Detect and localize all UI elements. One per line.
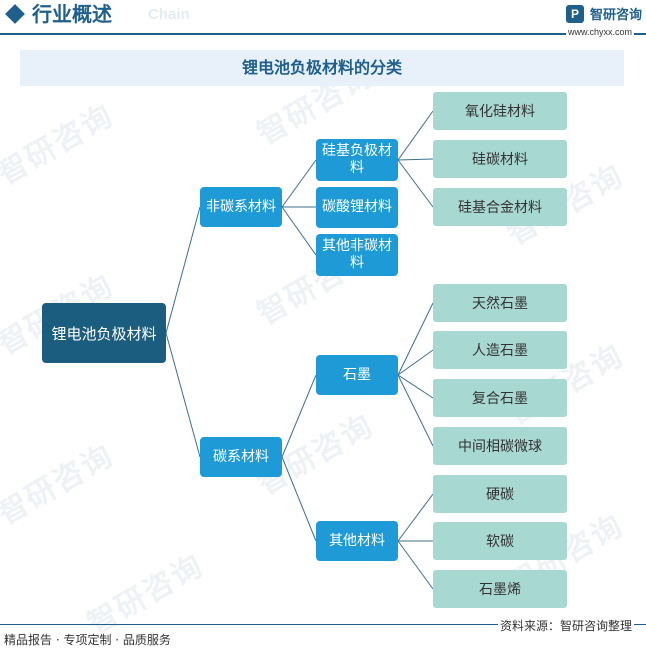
footer-divider <box>0 624 646 625</box>
connector <box>281 456 317 542</box>
footer-source: 资料来源：智研咨询整理 <box>498 617 635 634</box>
footer-slogan: 精品报告 · 专项定制 · 品质服务 <box>4 633 171 647</box>
subbranch-node-graphite: 石墨 <box>316 355 398 395</box>
leaf-node: 硅碳材料 <box>433 140 567 178</box>
connector <box>397 374 434 399</box>
title-band <box>20 50 624 86</box>
leaf-node: 石墨烯 <box>433 570 567 608</box>
leaf-node: 软碳 <box>433 522 567 560</box>
connector <box>397 158 434 161</box>
section-subtitle: Chain <box>148 6 190 23</box>
brand-name: 智研咨询 <box>590 8 643 23</box>
branch-node-non-carbon: 非碳系材料 <box>200 187 282 227</box>
subbranch-node-other-non-carbon: 其他非碳材料 <box>316 234 398 276</box>
connector <box>165 332 201 458</box>
connector <box>281 159 317 208</box>
subbranch-node-silicon: 硅基负极材料 <box>316 139 398 181</box>
brand-logo-icon: P <box>566 5 584 23</box>
connector <box>397 110 434 161</box>
root-node: 锂电池负极材料 <box>42 303 166 363</box>
connector <box>165 206 201 334</box>
brand-url: www.chyxx.com <box>566 27 635 37</box>
leaf-node: 天然石墨 <box>433 284 567 322</box>
connector <box>397 349 434 376</box>
leaf-node: 硬碳 <box>433 475 567 513</box>
connector <box>397 493 434 542</box>
connector <box>397 540 434 590</box>
leaf-node: 硅基合金材料 <box>433 188 567 226</box>
connector <box>397 374 434 447</box>
leaf-node: 中间相碳微球 <box>433 427 567 465</box>
connector <box>397 302 434 376</box>
connector <box>281 206 317 256</box>
subbranch-node-other-materials: 其他材料 <box>316 521 398 561</box>
leaf-node: 复合石墨 <box>433 379 567 417</box>
diagram-title: 锂电池负极材料的分类 <box>241 58 402 77</box>
subbranch-node-lithium-carbonate: 碳酸锂材料 <box>316 187 398 228</box>
connector <box>281 374 317 458</box>
branch-node-carbon: 碳系材料 <box>200 437 282 477</box>
leaf-node: 人造石墨 <box>433 331 567 369</box>
leaf-node: 氧化硅材料 <box>433 92 567 130</box>
section-title: 行业概述 <box>32 2 112 26</box>
connector <box>397 159 434 208</box>
header-divider <box>0 33 646 35</box>
